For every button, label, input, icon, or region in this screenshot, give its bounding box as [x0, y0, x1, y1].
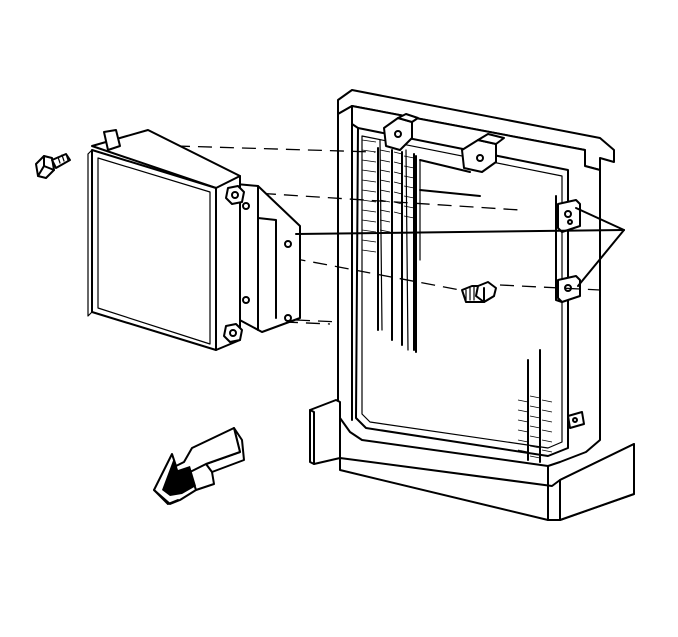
module-mounting-bracket [235, 183, 301, 333]
panel-inner-border [361, 135, 563, 449]
vehicle-front-arrow [153, 427, 245, 505]
leader-lines [295, 207, 625, 287]
panel-left-rail [351, 105, 359, 421]
module-top-tab [103, 129, 121, 151]
panel-base [309, 399, 635, 521]
arrow-shadow-stripe [162, 458, 196, 496]
panel-upper-tab [557, 199, 581, 233]
panel-inner-recess [355, 127, 569, 457]
module-bolt [35, 153, 71, 179]
panel-vent-hatching-right [517, 349, 553, 463]
module-corner-nuts [223, 185, 245, 343]
panel-top-clips [383, 113, 505, 197]
panel-vent-channels [377, 139, 421, 353]
panel-right-slot [555, 195, 563, 303]
panel-outer-frame [337, 105, 601, 467]
panel-base-right-block [559, 443, 635, 521]
panel-vent-hatching-left [361, 139, 415, 253]
bracket-bolt [461, 281, 497, 303]
mounting-panel [337, 89, 615, 467]
module [87, 129, 245, 351]
panel-bottom-tab [567, 411, 585, 429]
